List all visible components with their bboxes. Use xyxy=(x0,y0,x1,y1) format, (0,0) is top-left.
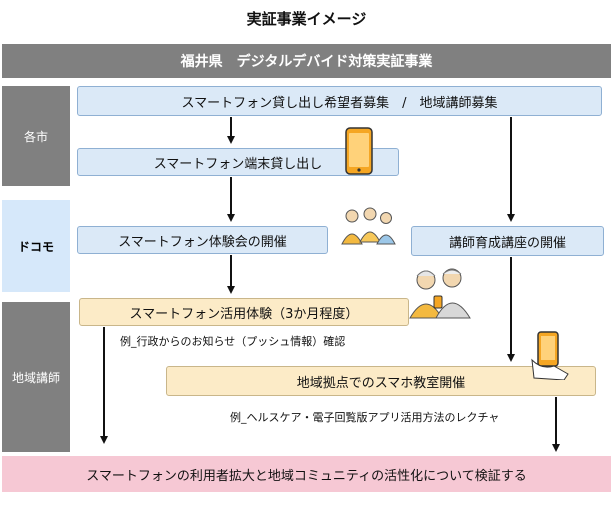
step-recruit: スマートフォン貸し出し希望者募集 / 地域講師募集 xyxy=(77,86,602,116)
lane-label-city: 各市 xyxy=(2,86,70,186)
step-experience-event: スマートフォン体験会の開催 xyxy=(77,226,328,254)
result-banner: スマートフォンの利用者拡大と地域コミュニティの活性化について検証する xyxy=(2,456,611,492)
page-title: 実証事業イメージ xyxy=(246,10,367,28)
step-local-class: 地域拠点でのスマホ教室開催 xyxy=(166,366,596,396)
elderly-couple-illustration xyxy=(409,268,471,319)
project-banner: 福井県 デジタルデバイド対策実証事業 xyxy=(2,44,611,78)
lane-label-instructor: 地域講師 xyxy=(2,302,70,452)
hand-phone-illustration xyxy=(531,331,569,380)
usage-example-note: 例_行政からのお知らせ（プッシュ情報）確認 xyxy=(120,335,346,348)
step-instructor-training: 講師育成講座の開催 xyxy=(411,226,604,256)
lane-label-docomo: ドコモ xyxy=(2,200,70,292)
phone-class-people-illustration xyxy=(341,207,396,245)
smartphone-illustration xyxy=(345,127,373,175)
step-usage-trial: スマートフォン活用体験（3か月程度） xyxy=(79,298,409,326)
class-example-note: 例_ヘルスケア・電子回覧版アプリ活用方法のレクチャ xyxy=(230,411,500,424)
